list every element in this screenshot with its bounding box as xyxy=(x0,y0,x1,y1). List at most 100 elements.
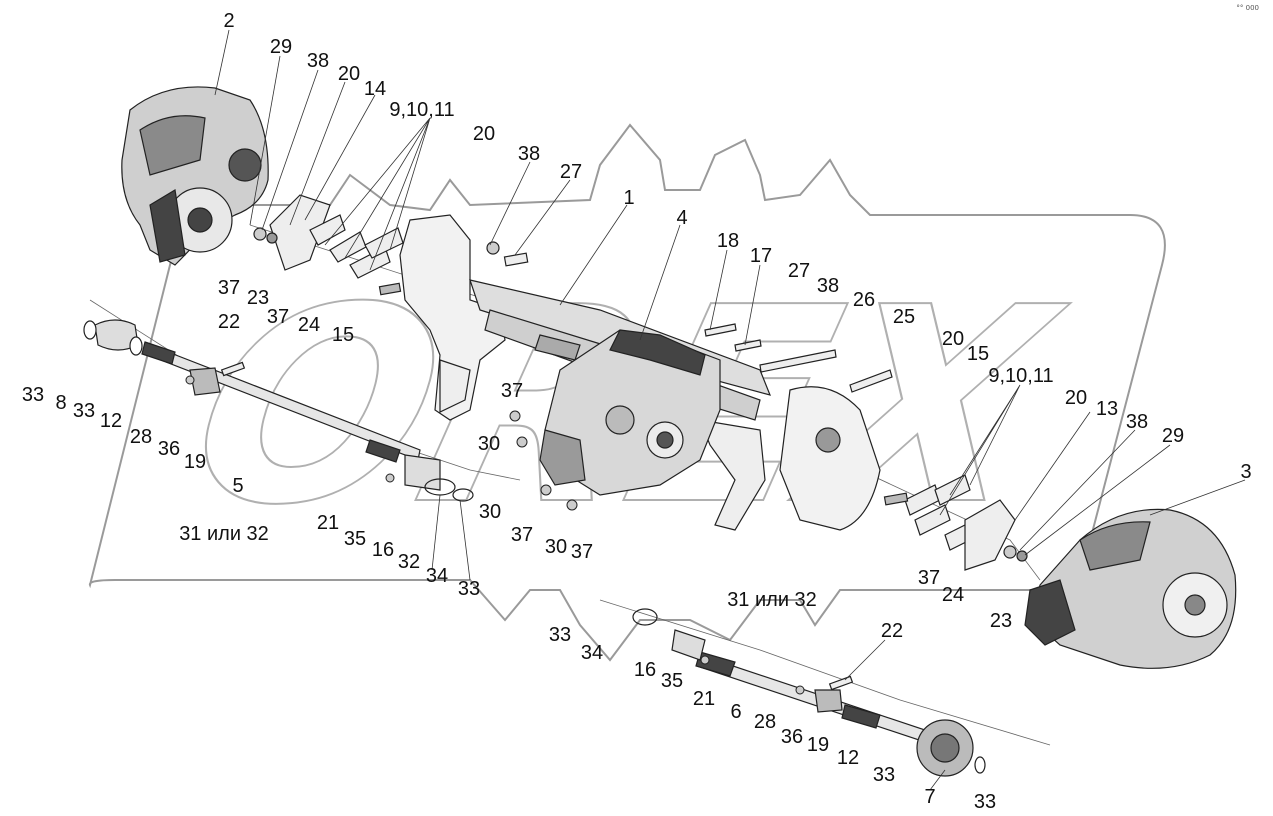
bolt xyxy=(759,349,837,373)
left-shaft-splines xyxy=(141,341,176,365)
part-label: 9,10,11 xyxy=(988,365,1053,387)
part-label: 37 xyxy=(571,541,593,563)
part-label: 31 или 32 xyxy=(179,523,269,545)
left-yoke xyxy=(189,367,221,396)
fastener xyxy=(566,499,578,511)
part-label: 20 xyxy=(473,123,495,145)
part-label: 14 xyxy=(364,78,386,100)
left-bearing-cap xyxy=(404,454,441,491)
gearbox-flange xyxy=(605,405,635,435)
part-label: 23 xyxy=(247,287,269,309)
part-label: 35 xyxy=(661,670,683,692)
frame-right-arm xyxy=(699,419,766,531)
left-seal xyxy=(452,488,474,502)
gearbox-pump xyxy=(539,429,586,486)
part-label: 20 xyxy=(338,63,360,85)
leader-line xyxy=(489,161,531,246)
fastener xyxy=(540,484,552,496)
leader-line xyxy=(559,204,628,306)
bolt xyxy=(849,369,893,393)
right-stud xyxy=(883,492,909,506)
part-label: 28 xyxy=(130,426,152,448)
leader-line xyxy=(1149,479,1246,516)
part-label: 38 xyxy=(518,143,540,165)
part-label: 7 xyxy=(924,786,935,808)
right-drive-bracket xyxy=(1024,579,1076,646)
leader-line xyxy=(324,117,431,271)
part-label: 22 xyxy=(218,311,240,333)
part-label: 4 xyxy=(676,207,687,229)
left-washer xyxy=(253,227,267,241)
part-label: 38 xyxy=(307,50,329,72)
fastener xyxy=(795,685,805,695)
part-label: 21 xyxy=(693,688,715,710)
part-label: 24 xyxy=(942,584,964,606)
left-shim xyxy=(309,214,346,246)
leader-line xyxy=(1024,444,1171,556)
leader-line xyxy=(929,769,946,791)
fastener xyxy=(385,473,395,483)
part-label: 6 xyxy=(730,701,741,723)
right-plate xyxy=(964,499,1016,571)
leader-line xyxy=(744,264,761,346)
leader-lines xyxy=(214,29,1246,791)
part-label: 37 xyxy=(918,567,940,589)
left-ring xyxy=(129,336,143,356)
left-shim-pack xyxy=(253,194,404,296)
part-label: 37 xyxy=(501,380,523,402)
part-label: 27 xyxy=(788,260,810,282)
leader-line xyxy=(514,179,571,256)
left-shaft-splines xyxy=(365,439,401,463)
right-yoke xyxy=(814,689,843,713)
left-stud xyxy=(378,282,402,296)
part-label: 1 xyxy=(623,187,634,209)
fastener xyxy=(516,436,528,448)
small-fasteners xyxy=(185,375,805,695)
frame-right-plate xyxy=(779,386,881,531)
leader-line xyxy=(939,384,1021,516)
part-label: 29 xyxy=(1162,425,1184,447)
part-label: 16 xyxy=(372,539,394,561)
gearbox-top xyxy=(609,329,706,376)
right-washer xyxy=(1003,545,1017,559)
bolt xyxy=(704,323,737,337)
fastener xyxy=(700,655,710,665)
part-label: 37 xyxy=(218,277,240,299)
center-gearbox xyxy=(539,329,721,496)
part-label: 23 xyxy=(990,610,1012,632)
right-shim-pack xyxy=(883,474,1028,571)
left-drive-bore xyxy=(228,148,262,182)
part-label: 37 xyxy=(267,306,289,328)
part-label: 24 xyxy=(298,314,320,336)
leader-line xyxy=(639,224,681,341)
part-label: 19 xyxy=(807,734,829,756)
leader-line xyxy=(1014,411,1091,521)
part-label: 9,10,11 xyxy=(389,99,454,121)
right-shim xyxy=(934,474,971,506)
right-drive-shade xyxy=(1079,521,1151,571)
bolt-nut xyxy=(486,241,500,255)
part-label: 31 или 32 xyxy=(727,589,817,611)
fastener xyxy=(509,410,521,422)
right-end-ring xyxy=(974,756,986,774)
part-label: 16 xyxy=(634,659,656,681)
part-label: 33 xyxy=(22,384,44,406)
right-axle-shaft xyxy=(632,608,986,777)
part-label: 38 xyxy=(817,275,839,297)
frame-left-arm xyxy=(439,359,471,413)
part-label: 3 xyxy=(1240,461,1251,483)
left-drive-bracket xyxy=(149,189,186,263)
part-label: 33 xyxy=(873,764,895,786)
right-gear-inner xyxy=(930,733,960,763)
axis-line xyxy=(859,469,1041,581)
leader-line xyxy=(709,249,728,331)
leader-line xyxy=(844,639,886,681)
part-label: 33 xyxy=(73,400,95,422)
part-label: 17 xyxy=(750,245,772,267)
leader-line xyxy=(304,94,376,221)
part-label: 15 xyxy=(332,324,354,346)
part-label: 37 xyxy=(511,524,533,546)
part-labels: 2 29 38 20 14 9,10,11 20 38 27 1 4 18 17… xyxy=(22,10,1252,813)
